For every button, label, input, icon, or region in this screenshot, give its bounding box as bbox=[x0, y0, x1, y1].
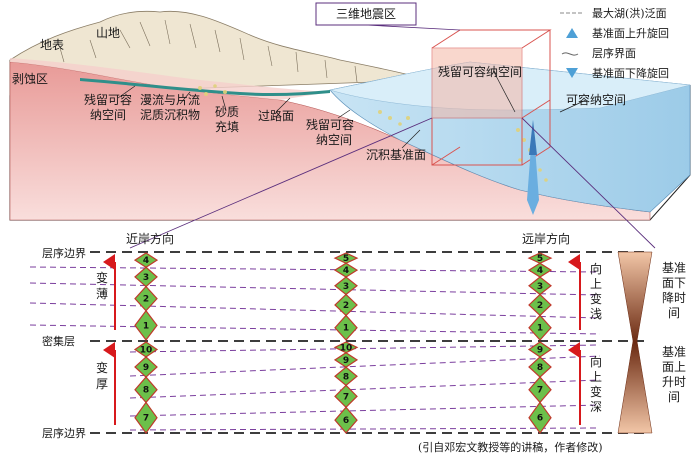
cycle-diamond-upper-4 bbox=[334, 314, 358, 341]
cycle-diamond-upper-4 bbox=[528, 314, 552, 341]
label-residual-space-2a: 残留可容 bbox=[306, 117, 354, 132]
label-sequence-boundary-top: 层序边界 bbox=[42, 246, 86, 260]
legend-label-max-flood: 最大湖(洪)泛面 bbox=[592, 6, 667, 20]
cycle-number-lower-2: 8 bbox=[343, 372, 349, 382]
label-near-shore: 近岸方向 bbox=[126, 231, 174, 246]
cycle-number-upper-0: 4 bbox=[143, 256, 149, 266]
cycle-number-lower-3: 6 bbox=[537, 414, 543, 424]
label-mountain: 山地 bbox=[96, 26, 120, 40]
cycle-number-upper-1: 4 bbox=[537, 266, 543, 276]
label-thickening-a: 变 bbox=[96, 360, 108, 375]
cycle-number-upper-0: 5 bbox=[343, 254, 349, 264]
label-residual-space-3: 残留可容纳空间 bbox=[438, 64, 522, 79]
cycle-diamond-lower-3 bbox=[528, 401, 552, 435]
cycle-number-upper-1: 3 bbox=[143, 273, 149, 283]
label-deep-1: 向 bbox=[590, 354, 602, 369]
column-far-shore: 5 4 3 2 1 9 8 7 6 bbox=[527, 252, 553, 435]
label-residual-space-1b: 纳空间 bbox=[90, 108, 126, 122]
label-thickening-b: 厚 bbox=[96, 377, 108, 391]
label-rise-4: 间 bbox=[668, 390, 680, 404]
label-bypass-surface: 过路面 bbox=[258, 108, 294, 123]
citation-text: (引自邓宏文教授等的讲稿，作者修改) bbox=[418, 440, 603, 454]
up-triangle-icon bbox=[566, 28, 578, 38]
fluvial-channel bbox=[80, 78, 330, 97]
cycle-number-lower-1: 9 bbox=[343, 356, 349, 366]
label-shallow-4: 浅 bbox=[590, 307, 602, 321]
connector-lines bbox=[129, 117, 656, 249]
label-surface: 地表 bbox=[40, 38, 64, 52]
cycle-number-lower-0: 10 bbox=[140, 345, 153, 355]
mountain-hatching bbox=[59, 19, 358, 83]
cycle-number-upper-2: 3 bbox=[343, 282, 349, 292]
cycle-number-upper-4: 1 bbox=[537, 324, 543, 334]
label-far-shore: 远岸方向 bbox=[522, 231, 570, 246]
label-sand-fill-b: 充填 bbox=[215, 119, 239, 134]
cycle-number-upper-1: 4 bbox=[343, 266, 349, 276]
label-fall-1: 基准 bbox=[662, 261, 686, 275]
cycle-number-upper-3: 2 bbox=[343, 301, 349, 311]
label-sand-fill-a: 砂质 bbox=[215, 105, 239, 119]
label-sequence-boundary-bottom: 层序边界 bbox=[42, 426, 86, 440]
cycle-number-lower-3: 7 bbox=[143, 414, 149, 424]
label-rise-2: 面上 bbox=[662, 360, 686, 374]
wavy-line-icon bbox=[561, 52, 579, 56]
cycle-number-lower-0: 10 bbox=[340, 343, 353, 353]
cycle-number-upper-0: 5 bbox=[537, 254, 543, 264]
cycle-number-lower-4: 6 bbox=[343, 416, 349, 426]
cross-section: 层序边界 密集层 层序边界 近岸方向 远岸方向 变 薄 变 厚 向 上 变 浅 … bbox=[29, 231, 686, 454]
cycle-number-upper-2: 3 bbox=[537, 282, 543, 292]
label-sheetflood-a: 漫流与片流 bbox=[140, 93, 200, 107]
legend-label-base-fall: 基准面下降旋回 bbox=[592, 66, 669, 80]
column-middle: 5 4 3 2 1 10 9 8 7 6 bbox=[333, 252, 359, 434]
label-residual-space-1a: 残留可容 bbox=[84, 92, 132, 107]
legend-label-sequence-surface: 层序界面 bbox=[592, 46, 636, 60]
base-level-hourglass bbox=[617, 251, 653, 434]
label-accommodation-space: 可容纳空间 bbox=[566, 92, 626, 107]
cycle-number-upper-3: 2 bbox=[537, 301, 543, 311]
cycle-number-upper-3: 1 bbox=[143, 321, 149, 331]
label-residual-space-2b: 纳空间 bbox=[316, 133, 352, 147]
label-fall-3: 降时 bbox=[662, 291, 686, 305]
cycle-number-lower-3: 7 bbox=[343, 392, 349, 402]
label-fall-2: 面下 bbox=[662, 276, 686, 290]
seismic-3d-label: 三维地震区 bbox=[336, 7, 396, 21]
cycle-number-lower-1: 8 bbox=[537, 363, 543, 373]
label-condensed-layer: 密集层 bbox=[42, 334, 75, 348]
label-rise-1: 基准 bbox=[662, 345, 686, 359]
cycle-number-upper-4: 1 bbox=[343, 324, 349, 334]
label-erosion-zone: 剥蚀区 bbox=[12, 72, 48, 86]
label-shallow-3: 变 bbox=[590, 291, 602, 306]
sand-fill-dots bbox=[198, 84, 548, 182]
label-fall-4: 间 bbox=[668, 306, 680, 320]
seismic-3d-cube bbox=[431, 29, 552, 166]
label-sedimentary-base-level: 沉积基准面 bbox=[366, 148, 426, 162]
label-shallow-1: 向 bbox=[590, 261, 602, 276]
label-thinning-b: 薄 bbox=[96, 286, 108, 301]
label-rise-3: 升时 bbox=[662, 375, 686, 389]
cycle-diamond-lower-4 bbox=[334, 406, 358, 434]
label-sheetflood-b: 泥质沉积物 bbox=[140, 108, 200, 122]
label-shallow-2: 上 bbox=[590, 277, 602, 291]
label-thinning-a: 变 bbox=[96, 270, 108, 285]
cycle-number-lower-0: 9 bbox=[537, 345, 543, 355]
cycle-number-lower-2: 8 bbox=[143, 386, 149, 396]
cycle-number-lower-2: 7 bbox=[537, 386, 543, 396]
cycle-number-upper-2: 2 bbox=[143, 295, 149, 305]
base-level-cone bbox=[527, 120, 539, 215]
column-near-shore: 4 3 2 1 10 9 8 7 bbox=[133, 252, 159, 435]
down-triangle-icon bbox=[566, 68, 578, 78]
cycle-diamond-upper-3 bbox=[134, 309, 158, 341]
legend-label-base-rise: 基准面上升旋回 bbox=[592, 26, 669, 40]
label-deep-2: 上 bbox=[590, 370, 602, 384]
cycle-diamond-lower-3 bbox=[134, 401, 158, 435]
label-deep-4: 深 bbox=[590, 400, 602, 414]
cycle-number-lower-1: 9 bbox=[143, 363, 149, 373]
block-diagram: 三维地震区 地表 山地 剥蚀区 残留可容 纳空间 漫流与片流 泥质沉积物 砂质 … bbox=[9, 2, 691, 221]
label-deep-3: 变 bbox=[590, 384, 602, 399]
legend: 最大湖(洪)泛面 基准面上升旋回 层序界面 基准面下降旋回 bbox=[560, 6, 669, 80]
